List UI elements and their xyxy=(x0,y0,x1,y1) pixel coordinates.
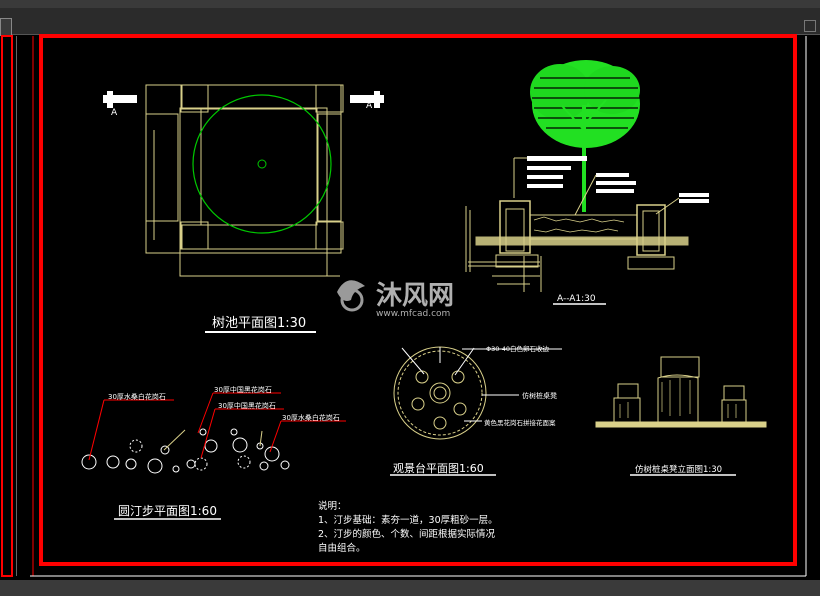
outer-frame-border xyxy=(39,34,797,566)
stone-label-3: 30厚中国黑花岗石 xyxy=(218,401,276,410)
notes-line-2: 2、汀步的颜色、个数、间距根据实际情况 xyxy=(318,528,496,540)
section-annotation-leaders xyxy=(513,156,709,216)
section-mark-right-label: A xyxy=(366,101,373,111)
viewing-platform-title: 观景台平面图1:60 xyxy=(393,461,484,475)
section-mark-left: A xyxy=(103,91,137,118)
stepping-stone-title: 圆汀步平面图1:60 xyxy=(118,504,217,518)
platform-label-1: Φ30-40白色卵石收边 xyxy=(486,344,550,353)
status-strip xyxy=(0,580,820,596)
tree-pool-section xyxy=(465,200,689,292)
notes-line-3: 自由组合。 xyxy=(318,542,366,554)
stump-stool-title: 仿树桩桌凳立面图1:30 xyxy=(635,464,722,475)
close-icon[interactable] xyxy=(804,20,816,32)
section-mark-left-label: A xyxy=(111,108,118,118)
toolbar-strip xyxy=(0,8,820,38)
stepping-stone-yellow-leaders xyxy=(163,429,263,451)
stepping-stone-leaders xyxy=(88,392,346,461)
tree-pool-plan xyxy=(145,84,344,277)
notes-title: 说明： xyxy=(318,500,347,512)
section-title: A--A1:30 xyxy=(557,294,596,304)
tree-pool-plan-title: 树池平面图1:30 xyxy=(212,316,306,331)
watermark-brand: 沐风网 xyxy=(376,281,454,311)
platform-label-2: 仿树桩桌凳 xyxy=(522,391,557,400)
section-mark-right: A xyxy=(350,91,384,111)
left-frame-border xyxy=(1,35,13,577)
viewing-platform-plan xyxy=(393,346,562,440)
platform-label-3: 黄色黑花岗石拼接花面案 xyxy=(484,418,556,427)
window-top-bar xyxy=(0,0,820,8)
stone-label-4: 30厚水桑白花岗石 xyxy=(282,413,340,422)
watermark-logo: 沐风网 www.mfcad.com xyxy=(337,280,454,319)
notes-line-1: 1、汀步基础：素夯一道，30厚粗砂一层。 xyxy=(318,514,498,526)
stepping-stones-plan xyxy=(81,428,290,474)
stone-label-1: 30厚水桑白花岗石 xyxy=(108,392,166,401)
tree-canopy-illustration xyxy=(530,60,640,212)
stone-label-2: 30厚中国黑花岗石 xyxy=(214,385,272,394)
stump-stool-elevation xyxy=(595,356,767,428)
watermark-url: www.mfcad.com xyxy=(376,309,450,319)
